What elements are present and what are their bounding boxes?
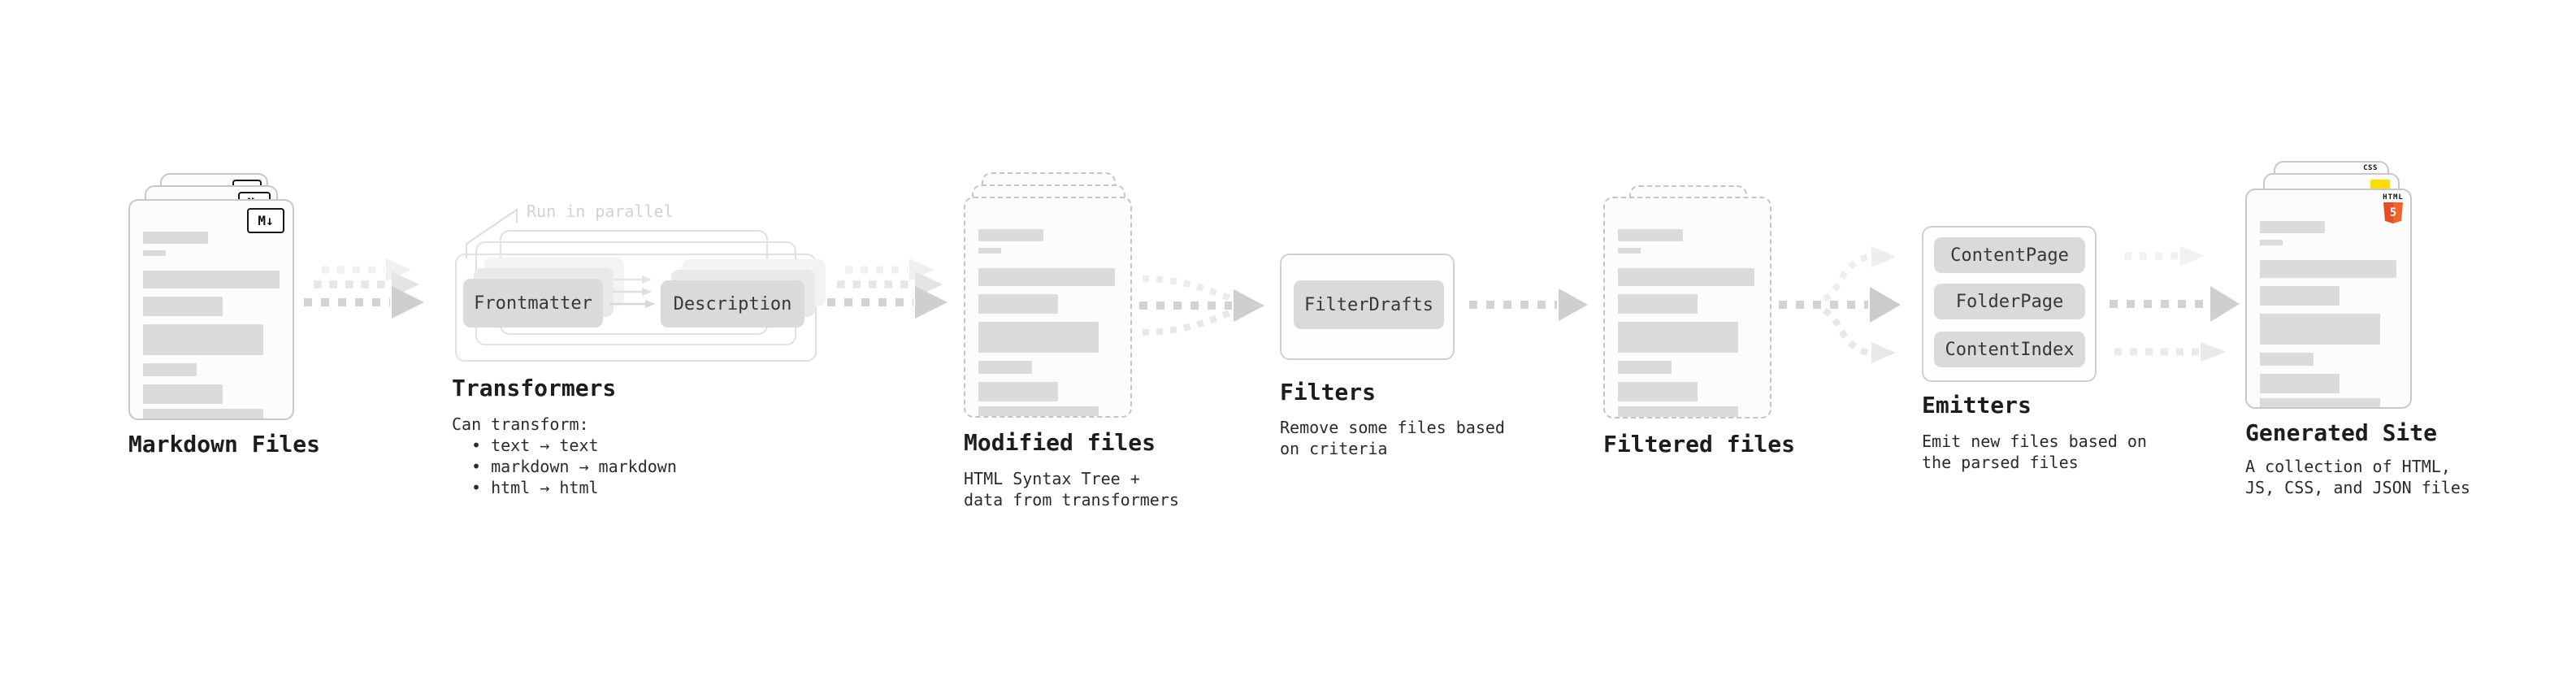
doc-content-placeholder — [965, 198, 1130, 416]
transform-bullet: • html → html — [471, 478, 599, 497]
modified-files-label: Modified files — [964, 429, 1156, 456]
arrow-emitters-to-site-icon — [2110, 246, 2240, 362]
emitter-pill-contentindex: ContentIndex — [1934, 332, 2085, 367]
description-pill: Description — [661, 280, 804, 327]
transformer-box-front — [455, 254, 817, 362]
run-in-parallel-note: Run in parallel — [527, 202, 674, 221]
doc-content-placeholder — [2247, 190, 2410, 407]
html5-icon-label: HTML — [2383, 193, 2404, 202]
html5-icon: HTML 5 — [2383, 193, 2404, 223]
description-line: data from transformers — [964, 490, 1179, 510]
arrow-filters-to-filtered-icon — [1469, 288, 1588, 321]
description-line: Emit new files based on — [1922, 432, 2147, 451]
filters-description: Remove some files based on criteria — [1280, 417, 1505, 459]
generated-site-label: Generated Site — [2245, 419, 2438, 446]
emitter-pill-contentpage: ContentPage — [1934, 237, 2085, 273]
arrow-filtered-to-emitters-fanout-icon — [1779, 246, 1901, 363]
parallel-leader-line — [466, 208, 518, 258]
can-transform-title: Can transform: — [452, 414, 589, 434]
description-line: HTML Syntax Tree + — [964, 469, 1140, 488]
arrow-modified-to-filters-converge-icon — [1139, 275, 1264, 336]
emitters-description: Emit new files based on the parsed files — [1922, 431, 2147, 473]
transformers-description: Can transform: • text → text • markdown … — [452, 414, 677, 498]
transform-arrows-icon — [609, 275, 656, 308]
site-card-html: HTML 5 — [2245, 189, 2412, 409]
arrow-transformers-to-modified-icon — [827, 258, 948, 319]
transform-bullet: • text → text — [471, 436, 599, 455]
emitter-pill-folderpage: FolderPage — [1934, 284, 2085, 319]
emitters-label: Emitters — [1922, 392, 2032, 419]
filterdrafts-pill: FilterDrafts — [1294, 280, 1444, 329]
markdown-icon: M↓ — [247, 208, 284, 233]
description-line: A collection of HTML, — [2245, 457, 2451, 476]
html5-number: 5 — [2389, 206, 2397, 219]
description-line: Remove some files based — [1280, 418, 1505, 437]
arrow-markdown-to-transformers-icon — [304, 258, 424, 319]
filtered-files-label: Filtered files — [1603, 431, 1796, 458]
doc-content-placeholder — [130, 201, 293, 419]
description-line: the parsed files — [1922, 453, 2079, 472]
transform-bullet: • markdown → markdown — [471, 457, 677, 476]
css-icon-label: CSS — [2363, 164, 2378, 172]
description-line: on criteria — [1280, 439, 1388, 458]
doc-content-placeholder — [1605, 198, 1770, 417]
frontmatter-pill: Frontmatter — [463, 279, 603, 327]
generated-site-description: A collection of HTML, JS, CSS, and JSON … — [2245, 456, 2470, 498]
js-icon — [2370, 180, 2390, 190]
description-line: JS, CSS, and JSON files — [2245, 478, 2470, 497]
filtered-file-card-front — [1603, 197, 1772, 419]
html5-shield: 5 — [2383, 202, 2403, 223]
transformers-label: Transformers — [452, 375, 617, 401]
markdown-file-card-front: M↓ — [128, 199, 294, 420]
markdown-files-label: Markdown Files — [128, 431, 321, 458]
modified-files-description: HTML Syntax Tree + data from transformer… — [964, 468, 1179, 510]
modified-file-card-front — [964, 197, 1132, 418]
filters-label: Filters — [1280, 379, 1377, 406]
